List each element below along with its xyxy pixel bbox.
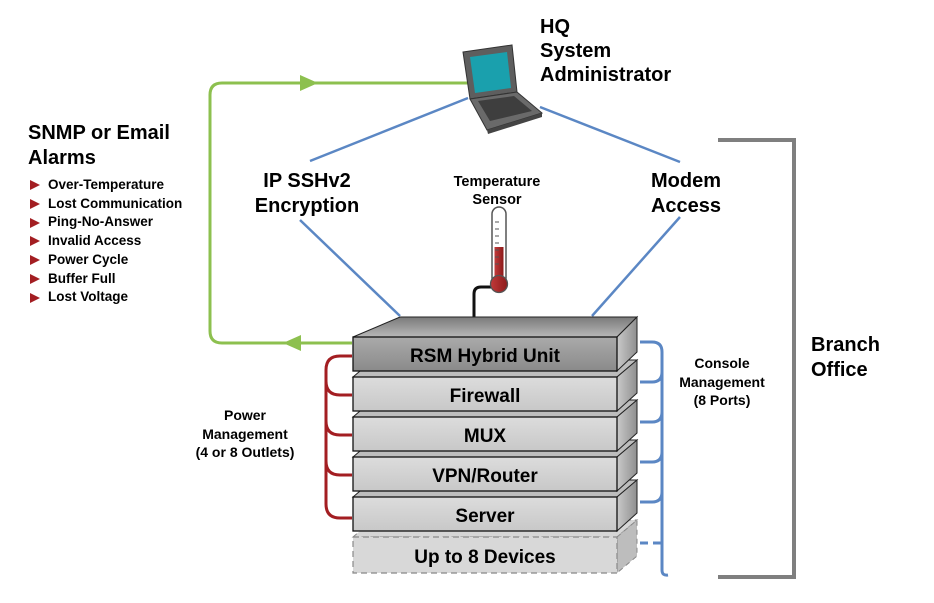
ssh-label-line: Encryption <box>254 195 360 217</box>
console-label-line: Console <box>694 355 750 371</box>
alarm-item-label: Lost Communication <box>48 195 183 211</box>
device-label: Up to 8 Devices <box>414 547 556 568</box>
bullet-triangle-icon <box>30 180 40 191</box>
alarm-item: Lost Voltage <box>30 288 182 307</box>
alarm-list: Over-Temperature Lost Communication Ping… <box>30 176 182 307</box>
network-links <box>299 96 681 317</box>
device-rsm-hybrid-unit: RSM Hybrid Unit <box>352 315 639 373</box>
alarm-item-label: Lost Voltage <box>48 289 129 305</box>
bullet-triangle-icon <box>30 292 40 303</box>
hq-line: Administrator <box>540 64 672 86</box>
arrow-left-icon <box>283 335 301 351</box>
console-label-line: Management <box>679 373 765 390</box>
bullet-triangle-icon <box>30 217 40 228</box>
bullet-triangle-icon <box>30 273 40 284</box>
alarm-item: Buffer Full <box>30 270 182 289</box>
console-cables <box>640 340 669 577</box>
device-label: VPN/Router <box>432 466 538 487</box>
alarm-item: Ping-No-Answer <box>30 213 182 232</box>
alarm-item: Over-Temperature <box>30 176 182 195</box>
alarms-title-line: SNMP or Email <box>28 122 170 144</box>
device-label: RSM Hybrid Unit <box>410 346 561 367</box>
bullet-triangle-icon <box>30 199 40 210</box>
modem-label-line: Access <box>650 195 722 217</box>
device-label: Firewall <box>450 386 521 407</box>
power-cables <box>324 354 352 520</box>
branch-office-bracket <box>718 138 796 579</box>
alarm-loop <box>208 75 470 351</box>
bullet-triangle-icon <box>30 255 40 266</box>
arrow-right-icon <box>300 75 318 91</box>
alarms-title-line: Alarms <box>28 147 96 169</box>
sensor-label-line: Temperature <box>453 174 541 190</box>
device-label: Server <box>455 506 515 527</box>
branch-office-label: Branch Office <box>811 333 880 383</box>
ssh-label-line: IP SSHv2 <box>263 170 351 192</box>
console-label-line: (8 Ports) <box>693 392 751 408</box>
modem-label-line: Modem <box>651 170 721 192</box>
alarm-item-label: Ping-No-Answer <box>48 214 154 230</box>
branch-label-line: Office <box>811 359 868 381</box>
alarm-item-label: Over-Temperature <box>48 177 165 192</box>
laptop-icon <box>462 44 544 134</box>
power-label-line: (4 or 8 Outlets) <box>195 444 295 460</box>
sensor-label-line: Sensor <box>472 192 522 208</box>
power-label-line: Management <box>202 425 288 442</box>
alarm-item-label: Buffer Full <box>48 270 116 286</box>
ssh-label: IP SSHv2 Encryption <box>248 169 366 219</box>
alarms-title: SNMP or Email Alarms <box>28 121 170 171</box>
power-label-line: Power <box>223 407 266 423</box>
modem-label: Modem Access <box>641 169 731 219</box>
hq-line: System <box>540 40 612 62</box>
alarm-item: Lost Communication <box>30 195 182 214</box>
alarm-item-label: Power Cycle <box>48 251 129 267</box>
hq-label: HQ System Administrator <box>540 15 671 87</box>
hq-line: HQ <box>540 16 570 38</box>
branch-label-line: Branch <box>811 334 880 356</box>
thermometer-icon <box>472 206 509 320</box>
temperature-sensor-label: Temperature Sensor <box>438 173 556 209</box>
device-stack: Up to 8 Devices Server VPN/Router <box>351 315 639 575</box>
power-management-label: Power Management (4 or 8 Outlets) <box>160 406 330 462</box>
alarm-item: Invalid Access <box>30 232 182 251</box>
alarm-item-label: Invalid Access <box>48 233 142 249</box>
bullet-triangle-icon <box>30 236 40 247</box>
device-label: MUX <box>464 426 507 447</box>
alarm-item: Power Cycle <box>30 251 182 270</box>
console-management-label: Console Management (8 Ports) <box>660 354 784 410</box>
